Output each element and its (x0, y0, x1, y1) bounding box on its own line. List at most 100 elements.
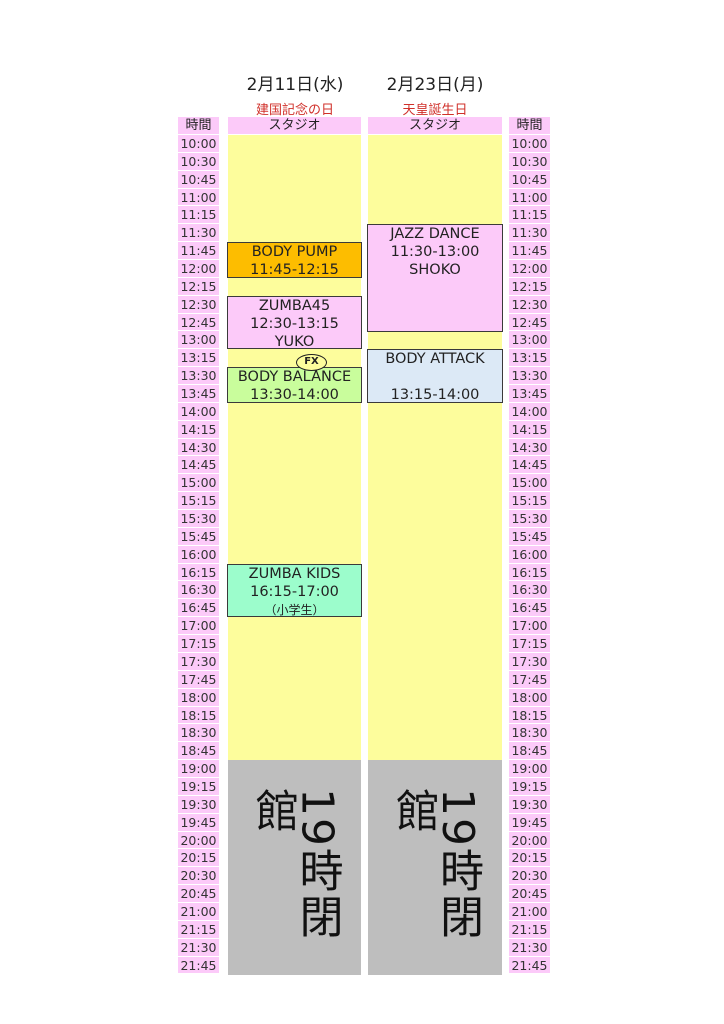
time-cell: 17:45 (178, 670, 219, 688)
time-cell: 15:00 (509, 474, 550, 492)
class-line: ZUMBA45 (258, 297, 331, 314)
time-cell: 10:30 (178, 152, 219, 170)
time-cell: 17:45 (509, 670, 550, 688)
time-cell: 15:45 (178, 527, 219, 545)
time-cell: 17:00 (509, 617, 550, 635)
time-cell: 14:45 (178, 456, 219, 474)
time-cell: 16:45 (509, 599, 550, 617)
time-cell: 17:30 (509, 652, 550, 670)
time-cell: 12:00 (178, 260, 219, 277)
time-cell: 20:45 (178, 885, 219, 902)
time-cell: 13:15 (509, 349, 550, 367)
time-cell: 19:00 (509, 760, 550, 777)
closed-block-1: 19時閉館 (228, 760, 361, 975)
time-cell: 16:45 (178, 599, 219, 617)
time-cell: 14:00 (178, 402, 219, 420)
time-cell: 17:15 (509, 635, 550, 652)
time-cell: 11:30 (509, 224, 550, 242)
class-line: 11:45-12:15 (250, 262, 339, 279)
time-cell: 17:30 (178, 652, 219, 670)
class-line: 13:30-14:00 (250, 387, 339, 404)
time-cell: 19:30 (178, 795, 219, 813)
class-line: BODY ATTACK (385, 351, 485, 368)
time-cell: 10:00 (509, 135, 550, 152)
time-cell: 16:15 (178, 563, 219, 581)
class-block[interactable]: BODY ATTACK 13:15-14:00 (367, 349, 503, 403)
time-cell: 10:30 (509, 152, 550, 170)
class-line: 13:15-14:00 (390, 387, 480, 404)
time-cell: 21:45 (178, 956, 219, 974)
fx-badge: FX (296, 354, 327, 372)
time-cell: 11:45 (509, 242, 550, 260)
time-cell: 21:30 (509, 938, 550, 956)
time-cell: 11:45 (178, 242, 219, 260)
time-cell: 20:15 (509, 849, 550, 867)
time-cell: 18:30 (509, 724, 550, 742)
time-cell: 12:45 (178, 313, 219, 331)
class-line: YUKO (274, 333, 315, 350)
time-cell: 21:00 (509, 902, 550, 920)
time-cell: 16:30 (509, 581, 550, 599)
time-cell: 20:30 (509, 867, 550, 885)
time-cell: 18:00 (509, 688, 550, 706)
studio-header-1: スタジオ (228, 117, 361, 134)
class-line: JAZZ DANCE (390, 226, 480, 243)
time-cell: 20:45 (509, 885, 550, 902)
time-cell: 15:45 (509, 527, 550, 545)
time-cell: 18:45 (509, 742, 550, 760)
time-cell: 21:45 (509, 956, 550, 974)
time-cell: 12:30 (178, 295, 219, 313)
time-cell: 19:30 (509, 795, 550, 813)
class-line: 12:30-13:15 (250, 315, 339, 332)
time-header-left: 時間 (178, 117, 219, 134)
time-cell: 12:15 (178, 277, 219, 295)
time-cell: 21:15 (509, 920, 550, 938)
time-cell: 19:00 (178, 760, 219, 777)
time-cell: 19:15 (509, 777, 550, 795)
time-cell: 16:00 (178, 545, 219, 563)
time-cell: 17:15 (178, 635, 219, 652)
time-cell: 15:15 (178, 492, 219, 510)
time-cell: 12:45 (509, 313, 550, 331)
time-cell: 10:00 (178, 135, 219, 152)
time-cell: 10:45 (509, 170, 550, 188)
date-1: 2月11日(水) (246, 75, 344, 95)
time-cell: 20:30 (178, 867, 219, 885)
time-cell: 14:00 (509, 402, 550, 420)
time-cell: 18:00 (178, 688, 219, 706)
class-line: ZUMBA KIDS (248, 565, 341, 582)
time-cell: 11:30 (178, 224, 219, 242)
time-cell: 16:00 (509, 545, 550, 563)
time-cell: 13:30 (178, 367, 219, 385)
time-cell: 12:00 (509, 260, 550, 277)
class-line: 16:15-17:00 (250, 583, 339, 600)
time-cell: 11:00 (178, 188, 219, 206)
time-cell: 14:30 (178, 438, 219, 456)
time-cell: 18:30 (178, 724, 219, 742)
time-cell: 14:15 (509, 420, 550, 438)
closed-label: 19時閉館 (247, 788, 343, 941)
time-cell: 20:15 (178, 849, 219, 867)
time-cell: 14:45 (509, 456, 550, 474)
time-cell: 20:00 (509, 831, 550, 849)
time-cell: 21:15 (178, 920, 219, 938)
time-cell: 15:00 (178, 474, 219, 492)
time-cell: 18:45 (178, 742, 219, 760)
time-header-right: 時間 (509, 117, 550, 134)
time-cell: 10:45 (178, 170, 219, 188)
time-cell: 15:30 (178, 510, 219, 527)
time-cell: 11:15 (178, 206, 219, 224)
time-cell: 16:30 (178, 581, 219, 599)
holiday-1: 建国記念の日 (255, 103, 334, 118)
time-cell: 20:00 (178, 831, 219, 849)
time-cell: 13:30 (509, 367, 550, 385)
time-cell: 15:15 (509, 492, 550, 510)
class-line: BODY BALANCE (237, 369, 352, 386)
time-cell: 12:30 (509, 295, 550, 313)
